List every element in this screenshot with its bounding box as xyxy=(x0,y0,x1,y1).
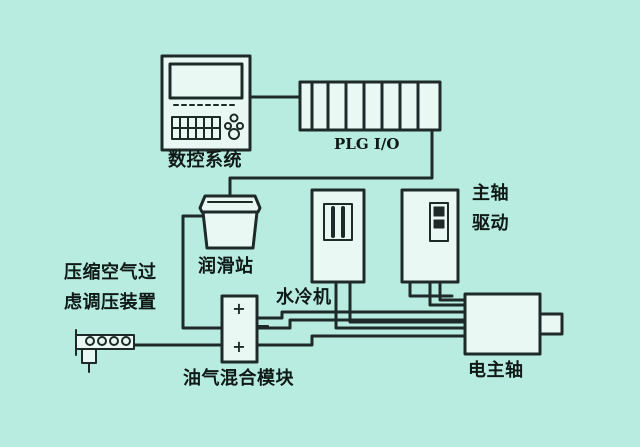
plc-rack-icon xyxy=(298,80,442,132)
lube-label: 润滑站 xyxy=(198,256,254,277)
spindle-drive-label-line1: 主轴 xyxy=(472,183,509,204)
module-plus-lower: + xyxy=(232,337,245,356)
air-regulator-label-line1: 压缩空气过 xyxy=(64,262,157,283)
lube-pump-icon xyxy=(198,194,262,250)
water-label: 水冷机 xyxy=(276,287,332,308)
cnc-label: 数控系统 xyxy=(168,150,242,171)
air-regulator-label-line2: 虑调压装置 xyxy=(64,292,157,313)
oil-air-module-label: 油气混合模块 xyxy=(183,368,294,389)
electric-spindle-label: 电主轴 xyxy=(468,360,524,381)
mixing-module-icon xyxy=(220,294,269,364)
connection-lines xyxy=(131,95,467,347)
plc-label: PLG I/O xyxy=(334,135,400,153)
spindle-drive-label-line2: 驱动 xyxy=(472,213,509,234)
spindle-driver-icon xyxy=(400,188,460,284)
cnc-panel-icon xyxy=(160,54,252,152)
chiller-icon xyxy=(310,188,366,284)
air-regulator-icon xyxy=(75,329,135,373)
module-plus-upper: + xyxy=(232,299,245,318)
electric-spindle-icon xyxy=(463,292,564,356)
